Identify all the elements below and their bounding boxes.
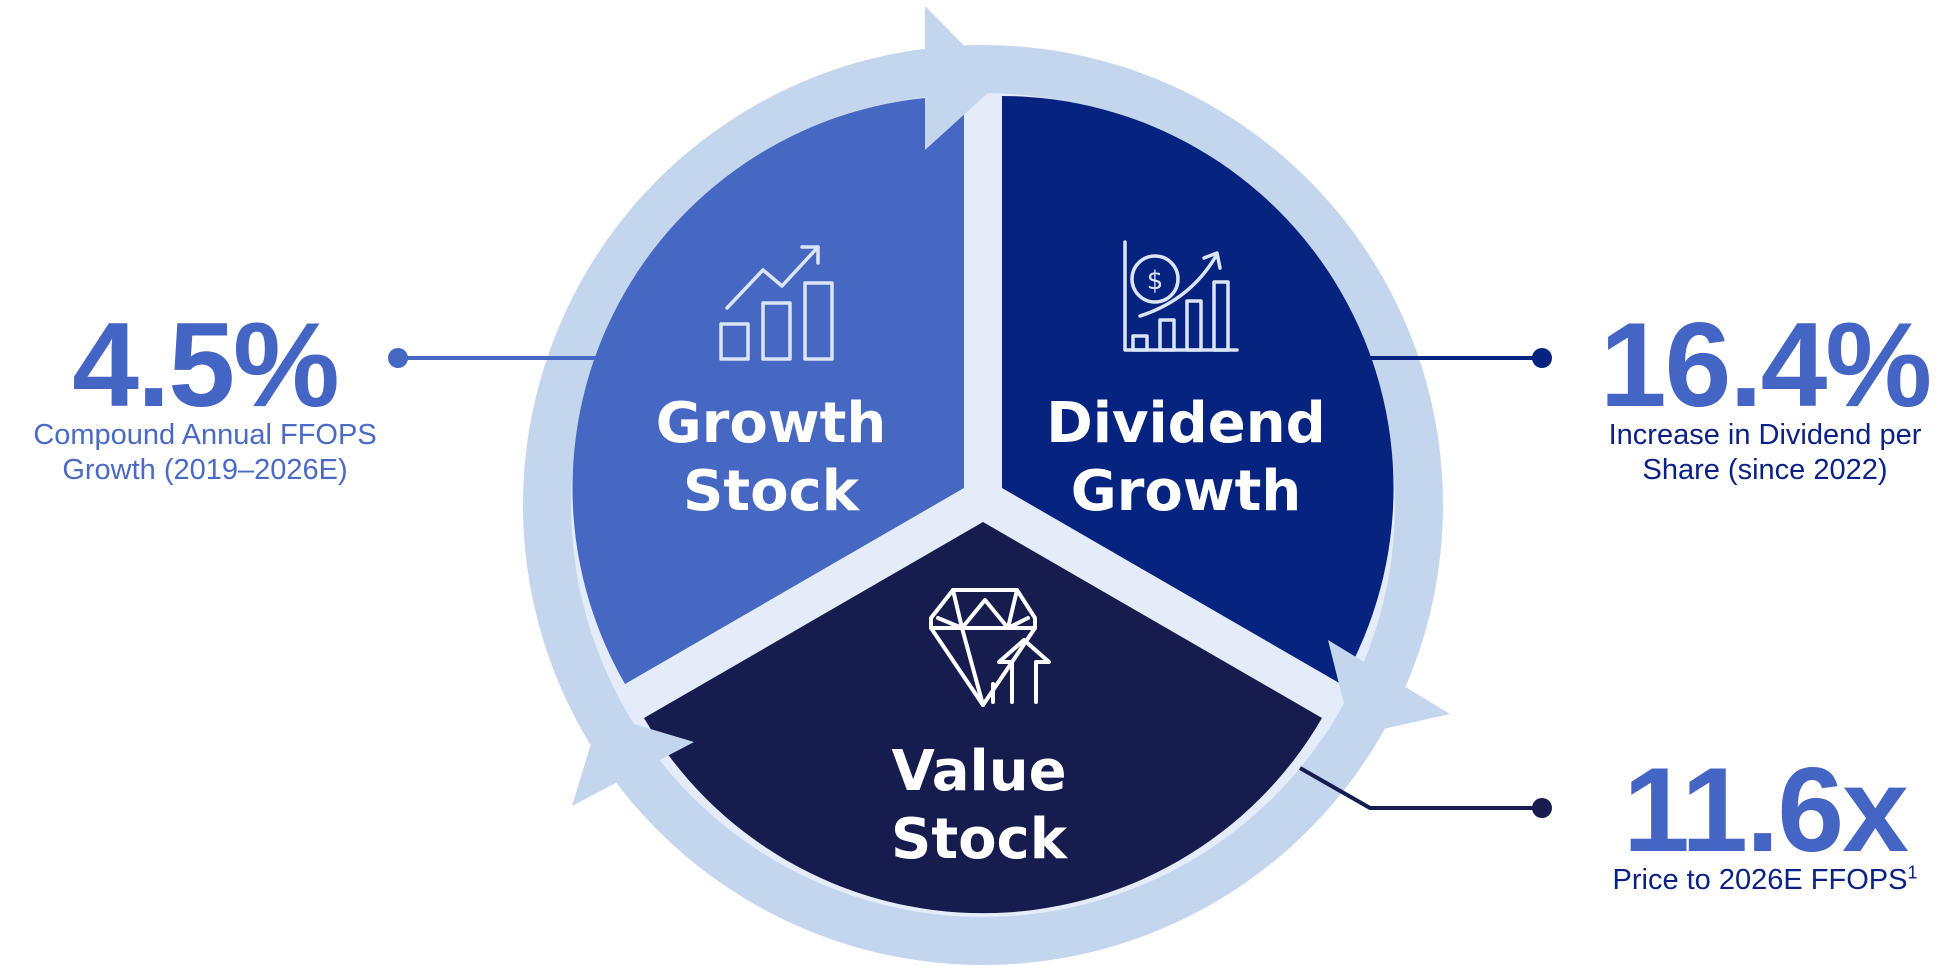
- stat-ffops-growth-label-1: Compound Annual FFOPS: [33, 419, 377, 451]
- dividend-growth-title: Dividend: [1046, 391, 1325, 456]
- stat-price-to-ffops: 11.6x Price to 2026E FFOPS1: [1580, 743, 1950, 898]
- stat-dividend-increase-label-2: Share (since 2022): [1642, 454, 1888, 486]
- stat-price-to-ffops-label-text: Price to 2026E FFOPS: [1612, 864, 1908, 896]
- growth-stock-title-2: Stock: [683, 459, 861, 524]
- segment-value-stock: [644, 522, 1322, 914]
- arrow-top-icon: [925, 6, 1000, 150]
- segment-dividend-growth: [1002, 96, 1394, 684]
- diamond-icon: [929, 588, 1051, 707]
- stat-dividend-increase-label-1: Increase in Dividend per: [1608, 419, 1922, 451]
- stat-dividend-increase: 16.4% Increase in Dividend per Share (si…: [1580, 298, 1950, 488]
- growth-chart-icon: [719, 245, 834, 361]
- dividend-growth-title-2: Growth: [1071, 459, 1301, 524]
- growth-stock-title: Growth: [656, 391, 886, 456]
- value-stock-title-2: Stock: [891, 807, 1069, 872]
- arrow-left-icon: [572, 714, 694, 806]
- stat-ffops-growth: 4.5% Compound Annual FFOPS Growth (2019–…: [0, 298, 410, 488]
- segment-growth-stock: [572, 96, 964, 684]
- stat-ffops-growth-value: 4.5%: [72, 298, 340, 432]
- stat-price-to-ffops-value: 11.6x: [1623, 743, 1909, 877]
- svg-text:$: $: [1147, 266, 1164, 296]
- dividend-chart-icon: $: [1123, 240, 1239, 352]
- stat-ffops-growth-label-2: Growth (2019–2026E): [62, 454, 348, 486]
- arrow-right-icon: [1328, 640, 1450, 736]
- stat-dividend-increase-value: 16.4%: [1599, 298, 1932, 432]
- value-stock-title: Value: [891, 739, 1066, 804]
- stat-price-to-ffops-label: Price to 2026E FFOPS1: [1580, 863, 1950, 898]
- connector-left: [388, 348, 605, 368]
- connector-right: [1365, 348, 1552, 368]
- connector-bottom: [1299, 766, 1552, 818]
- footnote-marker: 1: [1907, 862, 1918, 883]
